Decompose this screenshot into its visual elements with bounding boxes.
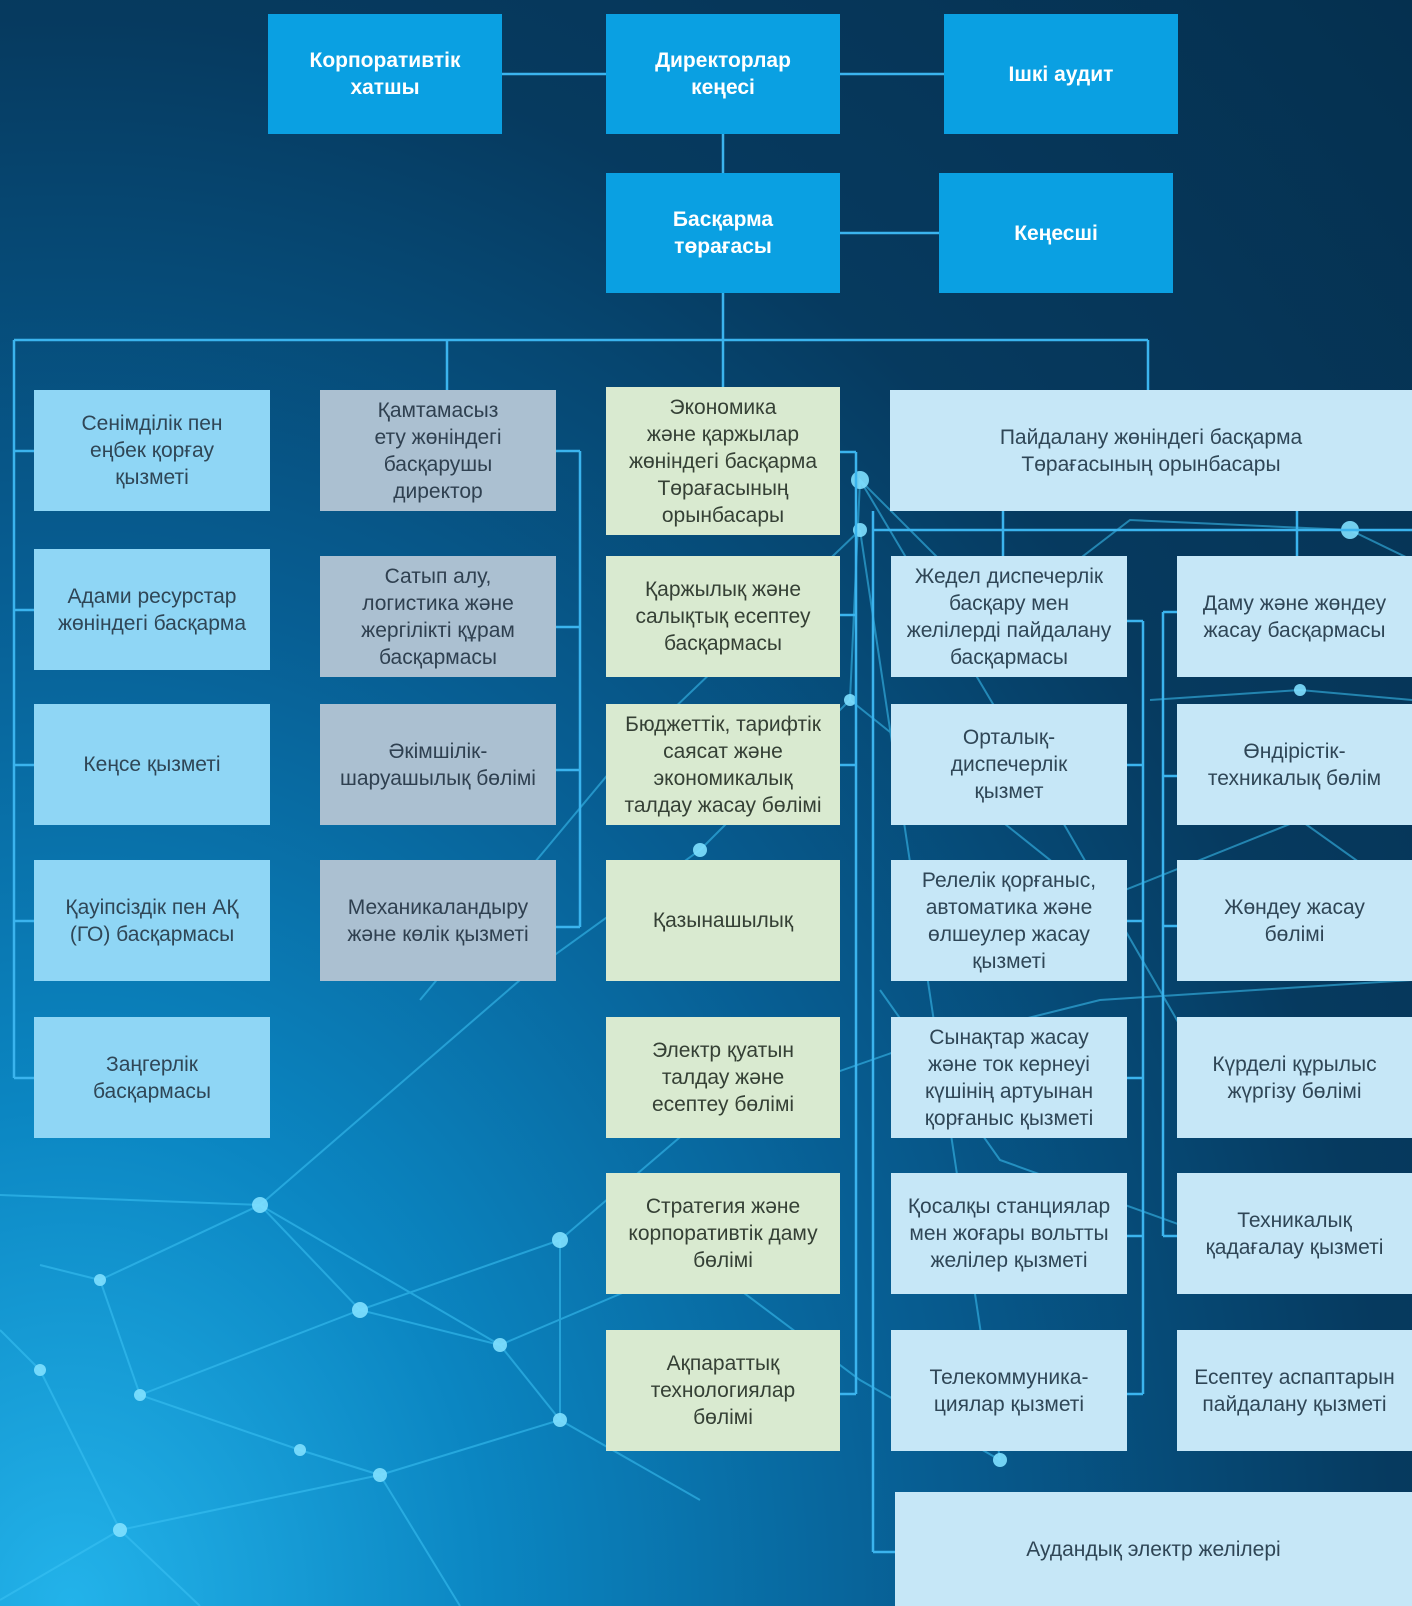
column4-box-5: Қосалқы станциялар мен жоғары вольтты же… <box>891 1173 1127 1294</box>
corporate-secretary-box: Корпоративтік хатшы <box>268 14 502 134</box>
column3-box-1: Экономика және қаржылар жөніндегі басқар… <box>606 387 840 535</box>
column1-box-4: Қауіпсіздік пен АҚ (ГО) басқармасы <box>34 860 270 981</box>
advisor-box: Кеңесші <box>939 173 1173 293</box>
column3-box-6: Стратегия және корпоративтік даму бөлімі <box>606 1173 840 1294</box>
column4-box-6: Телекоммуника- циялар қызметі <box>891 1330 1127 1451</box>
chairman-box: Басқарма төрағасы <box>606 173 840 293</box>
column3-box-3: Бюджеттік, тарифтік саясат және экономик… <box>606 704 840 825</box>
column5-box-4: Күрделі құрылыс жүргізу бөлімі <box>1177 1017 1412 1138</box>
column2-box-3: Әкімшілік- шаруашылық бөлімі <box>320 704 556 825</box>
regional-networks-box: Аудандық электр желілері <box>895 1492 1412 1606</box>
column5-box-6: Есептеу аспаптарын пайдалану қызметі <box>1177 1330 1412 1451</box>
column1-box-5: Заңгерлік басқармасы <box>34 1017 270 1138</box>
column1-box-1: Сенімділік пен еңбек қорғау қызметі <box>34 390 270 511</box>
column4-box-1: Жедел диспечерлік басқару мен желілерді … <box>891 556 1127 677</box>
board-of-directors-box: Директорлар кеңесі <box>606 14 840 134</box>
column1-box-3: Кеңсе қызметі <box>34 704 270 825</box>
column5-box-1: Даму және жөндеу жасау басқармасы <box>1177 556 1412 677</box>
column3-box-2: Қаржылық және салықтық есептеу басқармас… <box>606 556 840 677</box>
internal-audit-box: Ішкі аудит <box>944 14 1178 134</box>
column3-box-5: Электр қуатын талдау және есептеу бөлімі <box>606 1017 840 1138</box>
column4-box-2: Орталық- диспечерлік қызмет <box>891 704 1127 825</box>
column5-box-5: Техникалық қадағалау қызметі <box>1177 1173 1412 1294</box>
column2-box-4: Механикаландыру және көлік қызметі <box>320 860 556 981</box>
column1-box-2: Адами ресурстар жөніндегі басқарма <box>34 549 270 670</box>
column2-box-2: Сатып алу, логистика және жергілікті құр… <box>320 556 556 677</box>
column5-box-2: Өндірістік- техникалық бөлім <box>1177 704 1412 825</box>
column2-box-1: Қамтамасыз ету жөніндегі басқарушы дирек… <box>320 390 556 511</box>
operations-deputy-box: Пайдалану жөніндегі басқарма Төрағасының… <box>890 390 1412 511</box>
column4-box-3: Релелік қорғаныс, автоматика және өлшеул… <box>891 860 1127 981</box>
column3-box-7: Ақпараттық технологиялар бөлімі <box>606 1330 840 1451</box>
column3-box-4: Қазынашылық <box>606 860 840 981</box>
column4-box-4: Сынақтар жасау және ток кернеуі күшінің … <box>891 1017 1127 1138</box>
column5-box-3: Жөндеу жасау бөлімі <box>1177 860 1412 981</box>
